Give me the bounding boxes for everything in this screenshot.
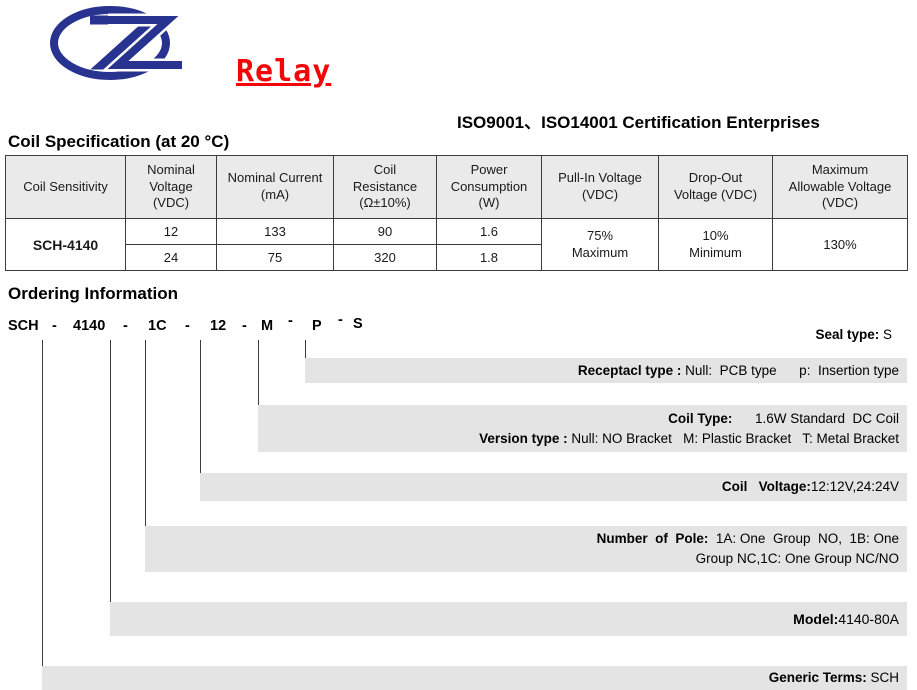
model-label: Model:	[793, 610, 839, 627]
cell-voltage-1: 12	[125, 218, 217, 245]
coil-voltage-bar: Coil Voltage:12:12V,24:24V	[200, 473, 907, 501]
tree-line-12	[200, 340, 201, 473]
generic-terms-label: Generic Terms:	[768, 670, 867, 686]
number-of-pole-text-1: 1A: One Group NO, 1B: One	[708, 531, 899, 547]
coil-spec-title: Coil Specification (at 20 °C)	[8, 132, 230, 151]
tree-line-p	[305, 340, 306, 358]
code-dash: -	[185, 318, 190, 334]
cell-power-1: 1.6	[436, 218, 542, 245]
col-header-coil-sensitivity: Coil Sensitivity	[5, 155, 126, 219]
cell-current-1: 133	[216, 218, 334, 245]
version-type-text: Null: NO Bracket M: Plastic Bracket T: M…	[567, 430, 899, 446]
tree-line-m	[258, 340, 259, 405]
seal-type-label: Seal type:	[815, 327, 880, 342]
code-dash: -	[338, 312, 343, 328]
code-token-s: S	[353, 316, 363, 332]
tree-line-sch	[42, 340, 43, 666]
tree-line-4140	[110, 340, 111, 602]
cell-power-2: 1.8	[436, 244, 542, 271]
col-header-max-allowable-voltage: Maximum Allowable Voltage (VDC)	[772, 155, 908, 219]
tree-line-1c	[145, 340, 146, 526]
code-token-4140: 4140	[73, 318, 106, 334]
code-dash: -	[288, 313, 293, 329]
generic-terms-bar: Generic Terms: SCH	[42, 666, 907, 690]
seal-type-note: Seal type: S	[800, 312, 892, 357]
ordering-title: Ordering Information	[8, 284, 178, 303]
brand-product-name: Relay	[236, 54, 332, 89]
coil-voltage-label: Coil Voltage:	[721, 479, 811, 495]
model-text: 4140-80A	[838, 610, 899, 627]
code-dash: -	[242, 318, 247, 334]
col-header-pull-in-voltage: Pull-In Voltage (VDC)	[541, 155, 659, 219]
receptacle-type-text: Null: PCB type p: Insertion type	[681, 362, 899, 378]
receptacle-type-label: Receptacl type :	[577, 362, 682, 378]
col-header-nominal-current: Nominal Current (mA)	[216, 155, 334, 219]
cell-voltage-2: 24	[125, 244, 217, 271]
code-token-sch: SCH	[8, 318, 39, 334]
generic-terms-text: SCH	[866, 670, 899, 686]
col-header-drop-out-voltage: Drop-Out Voltage (VDC)	[658, 155, 773, 219]
seal-type-value: S	[879, 327, 892, 342]
coil-voltage-text: 12:12V,24:24V	[810, 479, 899, 495]
code-token-12: 12	[210, 318, 227, 334]
cell-drop-out: 10% Minimum	[658, 218, 773, 271]
spec-data-row-1: SCH-4140 12 133 90 1.6 75% Maximum 10% M…	[5, 218, 908, 271]
col-header-nominal-voltage: Nominal Voltage (VDC)	[125, 155, 217, 219]
cell-resistance-1: 90	[333, 218, 437, 245]
version-type-label: Version type :	[479, 430, 568, 446]
cell-resistance-2: 320	[333, 244, 437, 271]
code-token-p: P	[312, 318, 322, 334]
receptacle-type-bar: Receptacl type : Null: PCB type p: Inser…	[305, 358, 907, 383]
company-logo	[48, 4, 190, 80]
coil-type-label: Coil Type:	[668, 410, 733, 426]
code-dash: -	[52, 318, 57, 334]
model-bar: Model:4140-80A	[110, 602, 907, 636]
cell-current-2: 75	[216, 244, 334, 271]
coil-spec-table: Coil Sensitivity Nominal Voltage (VDC) N…	[5, 155, 908, 271]
number-of-pole-bar: Number of Pole: 1A: One Group NO, 1B: On…	[145, 526, 907, 572]
col-header-power-consumption: Power Consumption (W)	[436, 155, 542, 219]
spec-data-row-2: 24 75 320 1.8	[6, 244, 908, 271]
col-header-coil-resistance: Coil Resistance (Ω±10%)	[333, 155, 437, 219]
coil-type-text: 1.6W Standard DC Coil	[732, 410, 899, 426]
cell-model: SCH-4140	[5, 218, 126, 271]
coil-version-bar: Coil Type: 1.6W Standard DC Coil Version…	[258, 405, 907, 452]
cell-pull-in: 75% Maximum	[541, 218, 659, 271]
cell-max-allowable: 130%	[772, 218, 908, 271]
cz-logo-icon	[50, 6, 185, 80]
number-of-pole-label: Number of Pole:	[596, 531, 709, 547]
code-token-1c: 1C	[148, 318, 167, 334]
number-of-pole-text-2: Group NC,1C: One Group NC/NO	[695, 551, 899, 566]
iso-certification-line: ISO9001、ISO14001 Certification Enterpris…	[457, 113, 820, 132]
code-token-m: M	[261, 318, 274, 334]
code-dash: -	[123, 318, 128, 334]
spec-header-row: Coil Sensitivity Nominal Voltage (VDC) N…	[5, 155, 908, 219]
